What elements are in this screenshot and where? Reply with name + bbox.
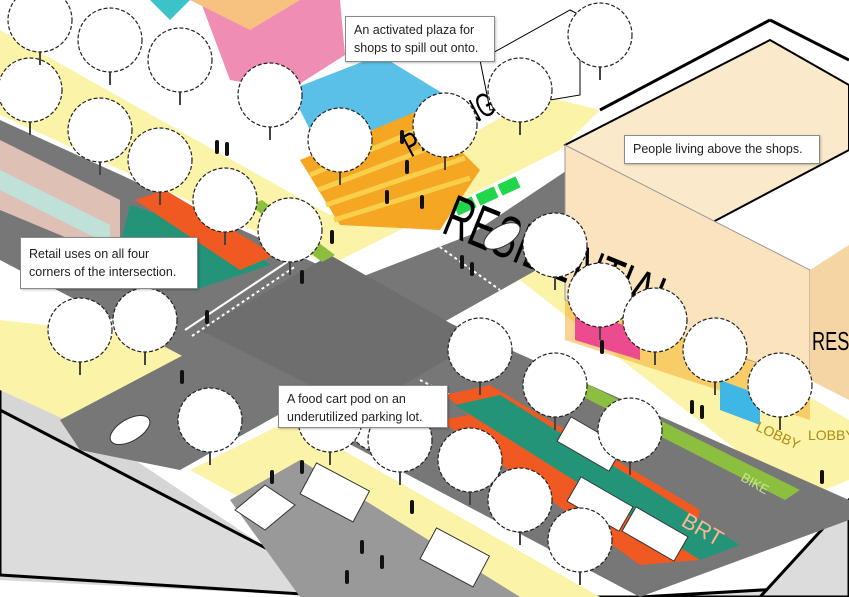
crosswalks [184, 239, 501, 396]
cars [109, 222, 521, 446]
tree [522, 212, 588, 290]
callout-food-cart: A food cart pod on an underutilized park… [278, 385, 448, 428]
person [410, 500, 414, 514]
person [345, 570, 349, 584]
sidewalk-food-cart [190, 420, 600, 597]
tree [567, 2, 633, 80]
tree [147, 27, 213, 105]
tree [177, 387, 243, 465]
parking-stalls [453, 176, 521, 216]
buses [556, 416, 689, 562]
tree [67, 97, 133, 175]
tree [237, 62, 303, 140]
person [700, 405, 704, 419]
left-block-teal [0, 170, 110, 245]
food-trucks [234, 462, 491, 588]
street-trees [0, 0, 813, 585]
person [300, 460, 304, 474]
tree [522, 352, 588, 430]
tree [0, 57, 63, 135]
person [205, 310, 209, 324]
tree [7, 0, 73, 65]
tree [307, 107, 373, 185]
tree [192, 167, 258, 245]
brt-lane-right [455, 395, 740, 560]
person [330, 230, 334, 244]
person [600, 340, 604, 354]
person [300, 270, 304, 284]
person [690, 400, 694, 414]
shop-orange-top [190, 0, 300, 30]
brt-edge-left [135, 190, 275, 270]
person [360, 540, 364, 554]
person [180, 370, 184, 384]
tree [77, 7, 143, 85]
tree [567, 262, 633, 340]
person [460, 255, 464, 269]
person [420, 195, 424, 209]
person [820, 470, 824, 484]
person [385, 190, 389, 204]
person [400, 130, 404, 144]
tree [127, 127, 193, 205]
tree [682, 317, 748, 395]
roof-edge [599, 18, 771, 112]
tree [412, 92, 478, 170]
person [225, 142, 229, 156]
person [270, 470, 274, 484]
tree [487, 467, 553, 545]
callout-residential: People living above the shops. [624, 135, 820, 164]
pedestrians [180, 130, 824, 584]
tree [257, 197, 323, 275]
tree [487, 57, 553, 135]
person [380, 555, 384, 569]
intersection [200, 255, 480, 410]
person [470, 262, 474, 276]
tree [447, 317, 513, 395]
ground-plane-base [0, 380, 849, 597]
person [405, 160, 409, 174]
roof-edge-2 [769, 18, 849, 62]
tree [47, 297, 113, 375]
lobby-side-sign: LOBBY [808, 427, 849, 443]
person [215, 140, 219, 154]
tree [747, 352, 813, 430]
tree [547, 507, 613, 585]
residential-side-sign: RESI [812, 327, 849, 356]
callout-plaza: An activated plaza for shops to spill ou… [345, 16, 495, 62]
tree [597, 397, 663, 475]
callout-retail: Retail uses on all four corners of the i… [20, 237, 198, 289]
tree [437, 427, 503, 505]
tree [622, 287, 688, 365]
residential-side [810, 245, 849, 400]
shop-teal [150, 0, 190, 20]
